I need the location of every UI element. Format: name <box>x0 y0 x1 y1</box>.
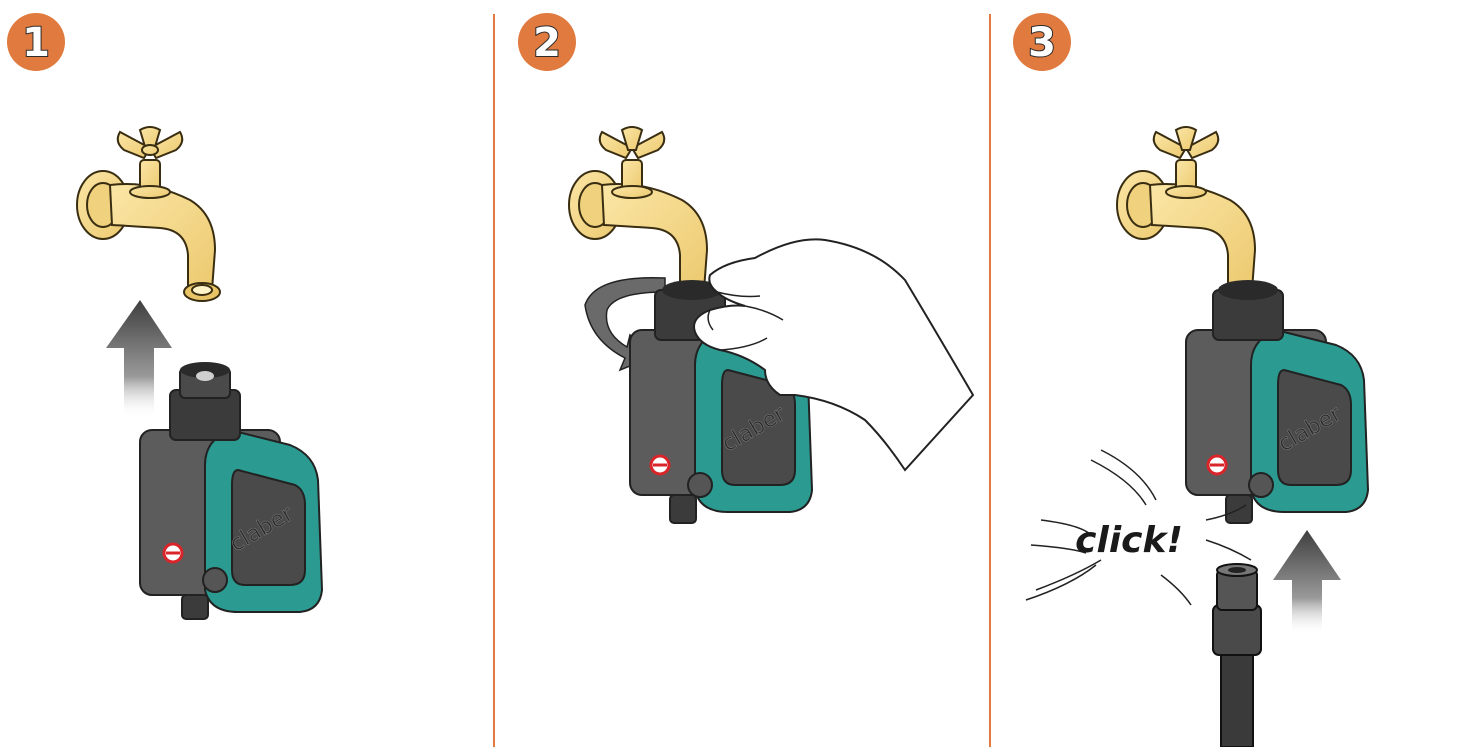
step-1-illustration: claber <box>0 0 493 747</box>
step-panel-2: 2 claber <box>495 0 989 747</box>
faucet-icon <box>77 127 220 301</box>
no-symbol-icon <box>651 456 669 474</box>
step-2-illustration: claber <box>495 0 989 747</box>
timer-device-icon: claber <box>1186 280 1368 523</box>
faucet-icon <box>569 127 707 290</box>
faucet-icon <box>1117 127 1255 290</box>
up-arrow-icon <box>1273 530 1341 635</box>
click-label: click! <box>1075 520 1183 561</box>
no-symbol-icon <box>164 544 182 562</box>
timer-device-icon: claber <box>140 362 322 619</box>
step-panel-3: 3 claber <box>991 0 1474 747</box>
hose-icon <box>1213 564 1261 747</box>
step-3-illustration: claber click! <box>991 0 1474 747</box>
no-symbol-icon <box>1208 456 1226 474</box>
step-panel-1: 1 claber <box>0 0 493 747</box>
up-arrow-icon <box>106 300 172 418</box>
